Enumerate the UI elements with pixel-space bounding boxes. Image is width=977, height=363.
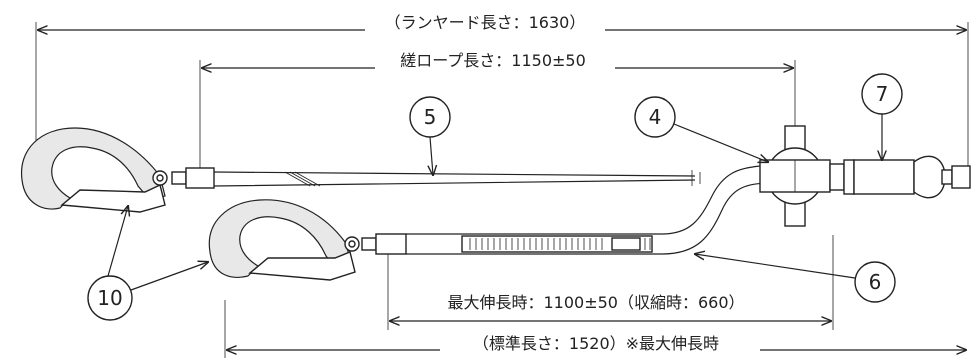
lanyard-length-label: （ランヤード長さ：1630） — [385, 13, 586, 32]
swivel-connector — [759, 125, 831, 227]
callout-10: 10 — [87, 206, 208, 321]
callout-10-number: 10 — [97, 286, 122, 310]
body-connector — [829, 155, 971, 199]
callout-5: 5 — [409, 96, 451, 175]
callout-7-number: 7 — [876, 82, 889, 106]
standard-length-label: （標準長さ：1520）※最大伸長時 — [473, 334, 719, 353]
upper-rope — [171, 167, 701, 189]
dimension-lanyard-length: （ランヤード長さ：1630） — [35, 10, 969, 200]
callout-4: 4 — [634, 96, 768, 162]
dimension-standard-length: （標準長さ：1520）※最大伸長時 — [224, 300, 966, 358]
callout-7: 7 — [861, 73, 903, 160]
callout-6: 6 — [695, 254, 896, 303]
rope-length-label: 縒ロープ長さ：1150±50 — [400, 51, 586, 70]
lower-webbing — [361, 165, 780, 255]
dimension-rope-length: 縒ロープ長さ：1150±50 — [199, 48, 796, 178]
dimension-max-extension: 最大伸長時：1100±50（収縮時：660） — [387, 235, 834, 330]
callout-6-number: 6 — [869, 270, 882, 294]
callout-4-number: 4 — [649, 105, 662, 129]
max-extension-label: 最大伸長時：1100±50（収縮時：660） — [447, 293, 744, 312]
callout-5-number: 5 — [424, 105, 437, 129]
webbing-pattern — [469, 237, 651, 251]
upper-hook — [20, 127, 168, 213]
lower-hook — [208, 199, 360, 281]
